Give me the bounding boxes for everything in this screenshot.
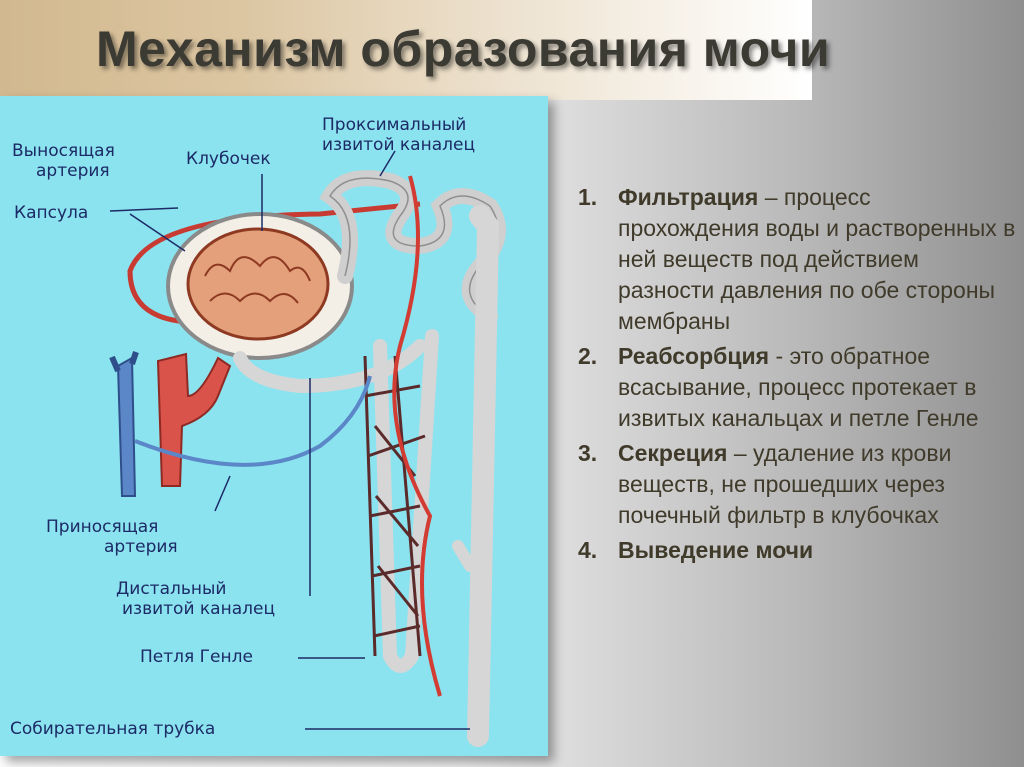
glomerulus-shape <box>186 227 330 341</box>
step-text: – удаление из крови веществ, не прошедши… <box>618 440 952 528</box>
step-item: 1.Фильтрация – процесс прохождения воды … <box>578 184 1016 334</box>
step-term: Секреция <box>618 440 728 466</box>
label-loop-henle: Петля Генле <box>140 647 253 667</box>
step-item: 3.Секреция – удаление из крови веществ, … <box>578 440 952 528</box>
nephron-illustration <box>109 150 506 747</box>
step-item: 4.Выведение мочи <box>578 537 814 563</box>
label-efferent-artery-1: Выносящая <box>12 141 115 161</box>
step-term: Фильтрация <box>618 184 759 210</box>
label-distal-2: извитой каналец <box>122 599 276 619</box>
step-term: Выведение мочи <box>618 537 814 563</box>
page-title: Механизм образования мочи <box>96 21 831 77</box>
title-band <box>0 0 812 100</box>
label-glomerulus: Клубочек <box>186 149 271 169</box>
step-text: – процесс прохождения воды и растворенны… <box>618 184 1016 334</box>
capillary-artery <box>392 175 442 697</box>
label-proximal-2: извитой каналец <box>322 135 476 155</box>
label-capsule: Капсула <box>14 203 89 223</box>
label-efferent-artery-2: артерия <box>36 161 110 181</box>
loop-of-henle <box>373 329 439 673</box>
label-afferent-artery-2: артерия <box>104 537 178 557</box>
label-afferent-artery-1: Приносящая <box>46 517 159 537</box>
steps-list: 1.Фильтрация – процесс прохождения воды … <box>578 182 1018 570</box>
collecting-duct <box>467 205 500 747</box>
step-term: Реабсорбция <box>618 343 770 369</box>
renal-artery <box>156 352 232 487</box>
label-collecting-duct: Собирательная трубка <box>10 719 216 739</box>
renal-vein <box>116 356 137 497</box>
venous-branch <box>134 375 372 467</box>
step-text: - это обратное всасывание, процесс проте… <box>618 343 979 431</box>
nephron-diagram: Выносящая артерия Клубочек Проксимальный… <box>0 96 548 756</box>
step-item: 2.Реабсорбция - это обратное всасывание,… <box>578 343 979 431</box>
label-proximal-1: Проксимальный <box>322 115 467 135</box>
label-distal-1: Дистальный <box>116 579 227 599</box>
